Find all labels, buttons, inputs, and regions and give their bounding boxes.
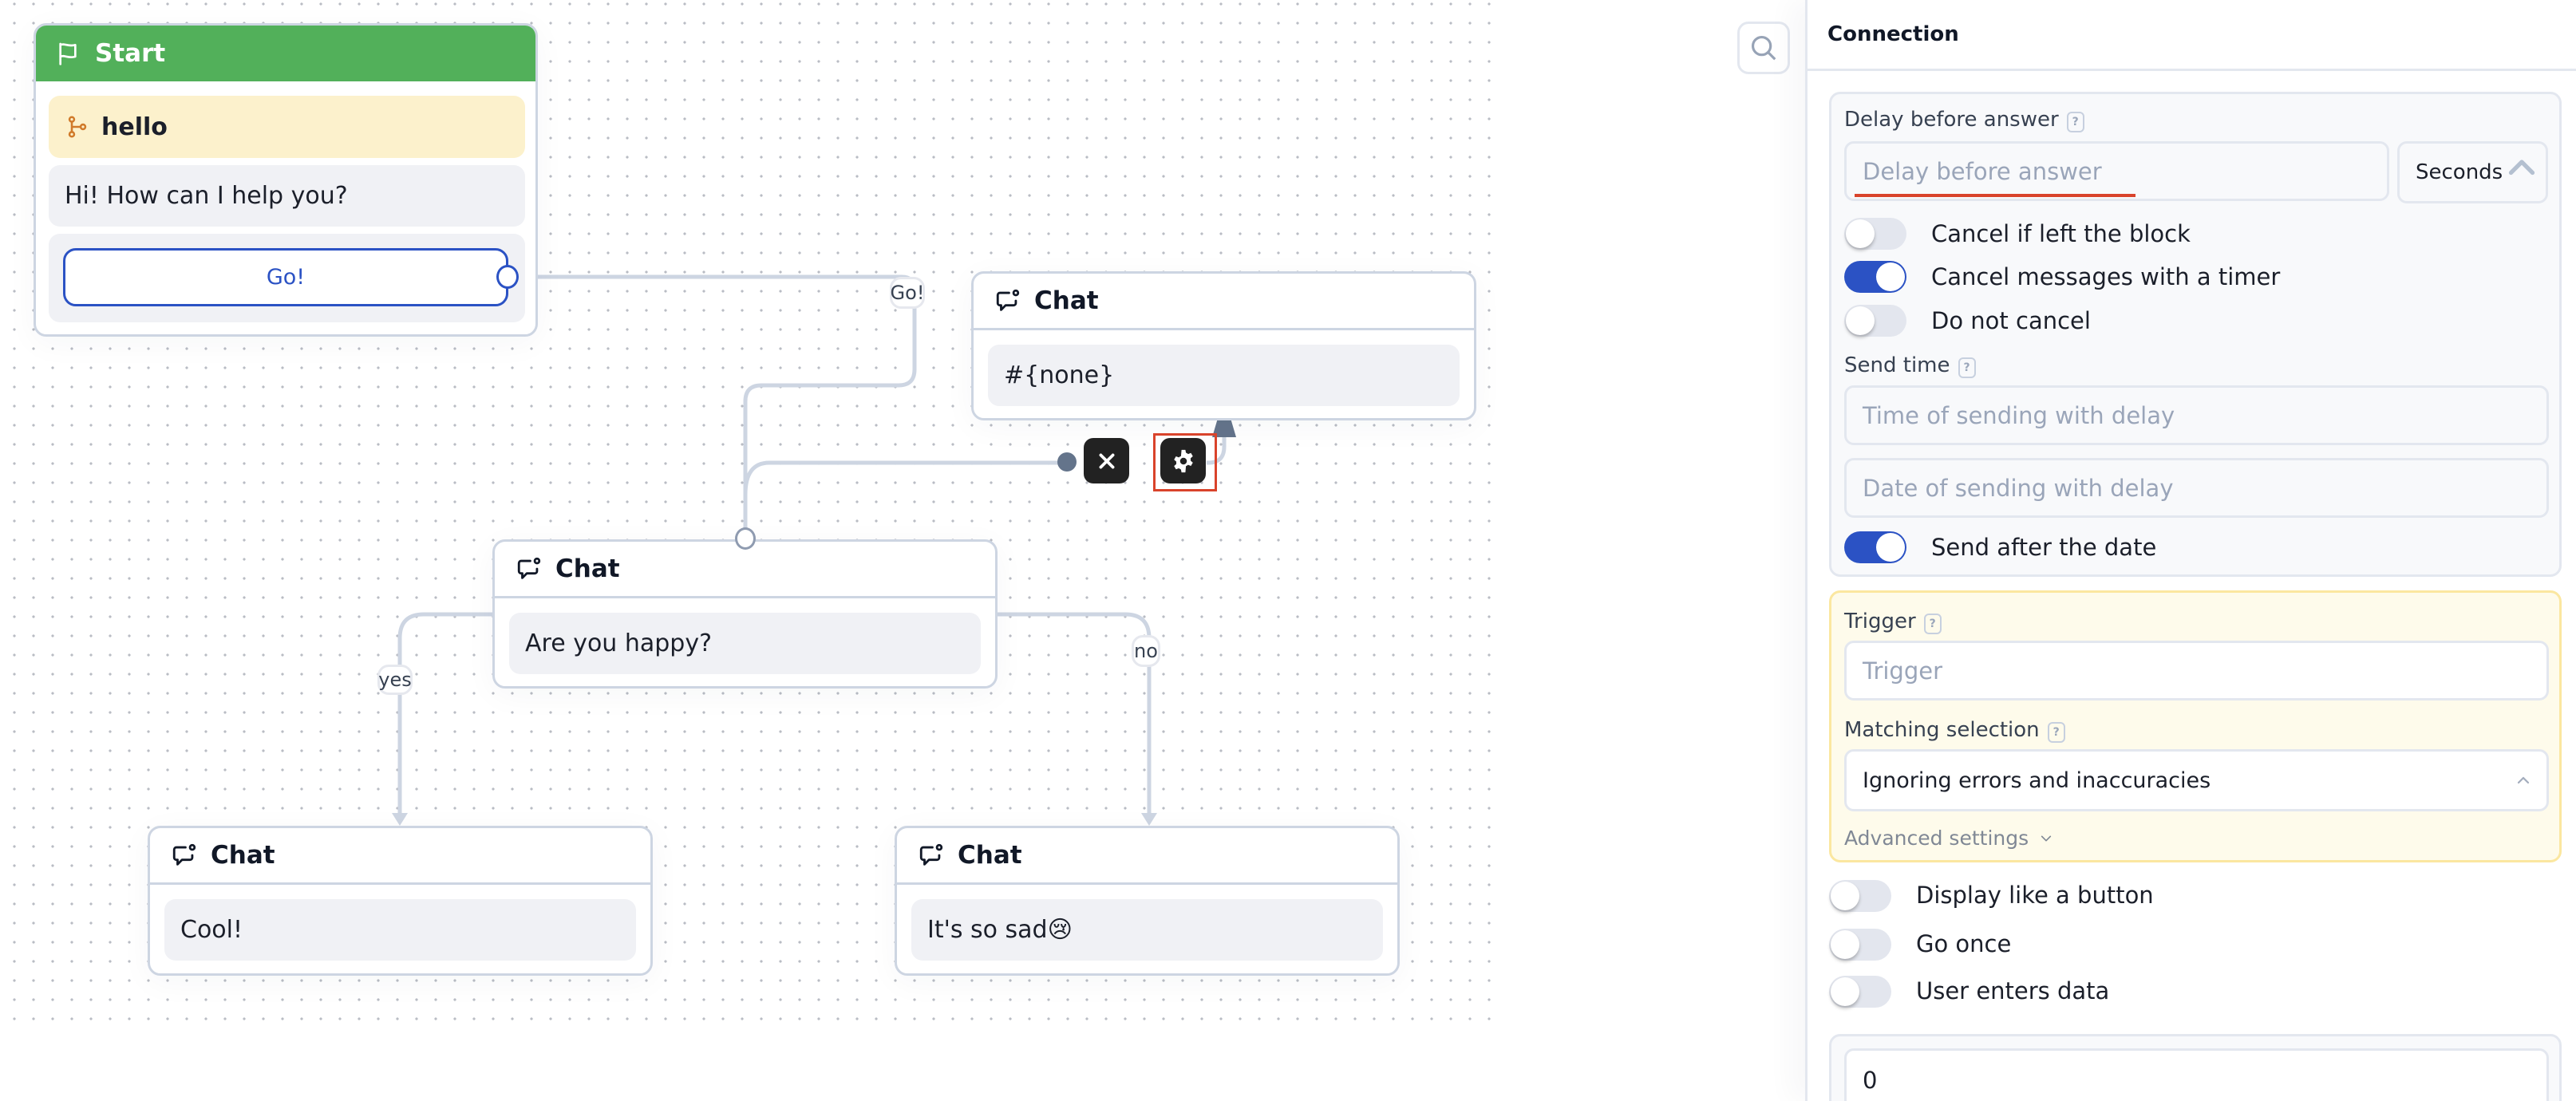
gear-icon <box>1173 449 1193 472</box>
delay-card: Delay before answer ? Delay before answe… <box>1829 92 2562 577</box>
chevron-up-icon <box>2508 160 2535 175</box>
branch-icon <box>68 116 87 138</box>
toggle-go-once[interactable] <box>1829 929 1891 961</box>
trigger-label-text: Trigger <box>1844 610 1916 633</box>
toggle-label: Do not cancel <box>1931 307 2091 334</box>
edge-label-no[interactable]: no <box>1132 635 1160 667</box>
chevron-up-icon <box>2517 776 2530 784</box>
chat-block-header: Chat <box>974 274 1474 330</box>
help-icon[interactable]: ? <box>2047 722 2065 743</box>
edge-label-yes[interactable]: yes <box>377 665 413 695</box>
number-input[interactable]: 0 <box>1844 1048 2549 1101</box>
toggle-send-after-date[interactable] <box>1844 531 1906 563</box>
chevron-down-icon <box>2041 835 2052 841</box>
chat-block-header: Chat <box>150 828 650 885</box>
send-date-input[interactable]: Date of sending with delay <box>1844 458 2549 518</box>
edge-label-go[interactable]: Go! <box>890 277 925 309</box>
start-block-title: Start <box>95 39 166 68</box>
go-button[interactable]: Go! <box>63 248 508 306</box>
search-button[interactable] <box>1737 22 1790 74</box>
toggle-label: Cancel if left the block <box>1931 220 2191 247</box>
start-block[interactable]: Start hello Hi! How can I help you? Go! <box>34 23 538 337</box>
chat-icon <box>919 843 943 866</box>
chat-message[interactable]: It's so sad😢 <box>911 899 1383 961</box>
matching-label-text: Matching selection <box>1844 718 2040 742</box>
send-time-label: Send time ? <box>1844 353 1976 378</box>
toggle-label: User enters data <box>1916 977 2110 1004</box>
start-trigger-item[interactable]: hello <box>49 96 525 158</box>
send-time-label-text: Send time <box>1844 353 1950 377</box>
help-icon[interactable]: ? <box>2066 112 2084 132</box>
toggle-label: Cancel messages with a timer <box>1931 263 2281 290</box>
start-block-header: Start <box>36 26 535 81</box>
toggle-label: Send after the date <box>1931 534 2157 561</box>
chat-message[interactable]: #{none} <box>988 345 1460 406</box>
connection-panel: Connection Delay before answer ? Delay b… <box>1805 0 2576 1101</box>
start-message[interactable]: Hi! How can I help you? <box>49 165 525 227</box>
matching-selection-select[interactable]: Ignoring errors and inaccuracies <box>1844 749 2549 811</box>
chat-message[interactable]: Cool! <box>164 899 636 961</box>
chat-block-title: Chat <box>211 841 275 870</box>
trigger-input[interactable]: Trigger <box>1844 641 2549 700</box>
matching-selection-label: Matching selection ? <box>1844 717 2065 743</box>
delay-input[interactable]: Delay before answer <box>1844 141 2389 201</box>
chat-block-title: Chat <box>1034 286 1099 315</box>
trigger-text: hello <box>101 112 168 141</box>
go-button-port[interactable] <box>496 265 519 289</box>
selection-highlight <box>1153 433 1217 491</box>
delay-input-error-underline <box>1855 194 2135 197</box>
delay-label: Delay before answer ? <box>1844 107 2084 132</box>
flag-icon <box>59 42 77 65</box>
toggle-display-like-button[interactable] <box>1829 880 1891 912</box>
chat-icon <box>996 289 1020 311</box>
help-icon[interactable]: ? <box>1958 357 1976 378</box>
chat-block-sad[interactable]: Chat It's so sad😢 <box>895 826 1400 976</box>
delay-label-text: Delay before answer <box>1844 108 2059 132</box>
chat-block-question[interactable]: Chat Are you happy? <box>492 539 998 689</box>
number-card: 0 <box>1829 1034 2562 1101</box>
matching-selection-value: Ignoring errors and inaccuracies <box>1863 768 2211 793</box>
toggle-cancel-messages-timer[interactable] <box>1844 261 1906 293</box>
panel-title: Connection <box>1827 22 1959 46</box>
block-input-port[interactable] <box>735 527 756 550</box>
delete-connection-button[interactable] <box>1084 438 1129 483</box>
toggle-user-enters-data[interactable] <box>1829 976 1891 1008</box>
chat-block-title: Chat <box>555 554 620 583</box>
trigger-card: Trigger ? Trigger Matching selection ? I… <box>1829 590 2562 862</box>
chat-block-none[interactable]: Chat #{none} <box>971 271 1476 420</box>
delay-unit-value: Seconds <box>2416 160 2503 184</box>
toggle-cancel-if-left[interactable] <box>1844 218 1906 250</box>
close-icon <box>1099 453 1114 468</box>
connection-settings-button[interactable] <box>1160 438 1206 483</box>
chat-icon <box>517 557 541 579</box>
advanced-settings-label: Advanced settings <box>1844 827 2029 850</box>
toggle-label: Go once <box>1916 930 2012 957</box>
advanced-settings-toggle[interactable]: Advanced settings <box>1844 827 2053 850</box>
panel-header: Connection <box>1808 0 2576 71</box>
trigger-label: Trigger ? <box>1844 609 1942 634</box>
start-button-container: Go! <box>49 234 525 322</box>
chat-block-header: Chat <box>897 828 1397 885</box>
search-icon <box>1751 35 1776 61</box>
toggle-do-not-cancel[interactable] <box>1844 305 1906 337</box>
chat-block-title: Chat <box>958 841 1022 870</box>
chat-block-cool[interactable]: Chat Cool! <box>148 826 653 976</box>
chat-icon <box>172 843 196 866</box>
chat-block-header: Chat <box>495 542 995 598</box>
send-time-input[interactable]: Time of sending with delay <box>1844 385 2549 445</box>
toggle-label: Display like a button <box>1916 882 2154 909</box>
chat-message[interactable]: Are you happy? <box>509 613 981 674</box>
delay-unit-select[interactable]: Seconds <box>2397 141 2548 203</box>
help-icon[interactable]: ? <box>1923 614 1942 634</box>
